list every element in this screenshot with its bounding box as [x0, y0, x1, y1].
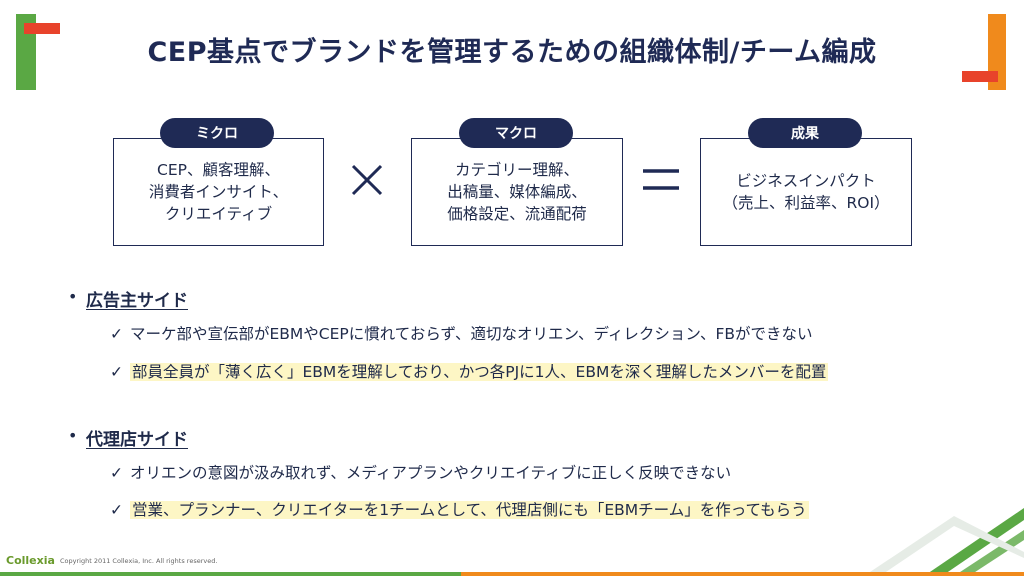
- list-item-text: 部員全員が「薄く広く」EBMを理解しており、かつ各PJに1人、EBMを深く理解し…: [130, 363, 829, 381]
- deco-red-bar-right: [962, 71, 998, 82]
- label-micro: ミクロ: [160, 118, 274, 148]
- list-item: ✓ オリエンの意図が汲み取れず、メディアプランやクリエイティブに正しく反映できない: [110, 461, 731, 485]
- check-icon: ✓: [110, 464, 123, 482]
- box-micro: CEP、顧客理解、 消費者インサイト、 クリエイティブ: [113, 138, 324, 246]
- list-item-highlighted: ✓ 部員全員が「薄く広く」EBMを理解しており、かつ各PJに1人、EBMを深く理解…: [110, 360, 829, 384]
- check-icon: ✓: [110, 363, 123, 381]
- list-item-highlighted: ✓ 営業、プランナー、クリエイターを1チームとして、代理店側にも「EBMチーム」を…: [110, 498, 809, 522]
- copyright-text: Copyright 2011 Collexia, Inc. All rights…: [60, 557, 218, 565]
- section-bullet: •: [68, 287, 78, 306]
- section-title-agency: 代理店サイド: [86, 430, 188, 450]
- page-title: CEP基点でブランドを管理するための組織体制/チーム編成: [147, 37, 877, 68]
- box-macro-line: 出稿量、媒体編成、: [447, 183, 587, 201]
- box-micro-line: 消費者インサイト、: [148, 183, 289, 201]
- label-result: 成果: [748, 118, 862, 148]
- box-macro-line: カテゴリー理解、: [454, 161, 579, 179]
- deco-green-chevrons: [864, 508, 1024, 576]
- deco-red-bar-left: [24, 23, 60, 34]
- box-macro-line: 価格設定、流通配荷: [447, 205, 587, 223]
- multiply-icon: [351, 164, 383, 196]
- box-micro-line: クリエイティブ: [164, 205, 273, 223]
- check-icon: ✓: [110, 325, 123, 343]
- company-logo: Collexia: [6, 554, 55, 567]
- equals-icon: [643, 169, 679, 190]
- box-macro: カテゴリー理解、 出稿量、媒体編成、 価格設定、流通配荷: [411, 138, 623, 246]
- list-item-text: マーケ部や宣伝部がEBMやCEPに慣れておらず、適切なオリエン、ディレクション、…: [130, 325, 813, 343]
- box-result-line: （売上、利益率、ROI）: [722, 194, 890, 212]
- footer-accent-bar: [0, 572, 1024, 576]
- section-bullet: •: [68, 426, 78, 445]
- list-item: ✓ マーケ部や宣伝部がEBMやCEPに慣れておらず、適切なオリエン、ディレクション…: [110, 322, 813, 346]
- box-result-line: ビジネスインパクト: [736, 172, 876, 190]
- section-title-advertiser: 広告主サイド: [86, 291, 188, 311]
- box-micro-line: CEP、顧客理解、: [157, 161, 280, 179]
- check-icon: ✓: [110, 501, 123, 519]
- box-result: ビジネスインパクト （売上、利益率、ROI）: [700, 138, 912, 246]
- list-item-text: 営業、プランナー、クリエイターを1チームとして、代理店側にも「EBMチーム」を作…: [130, 501, 809, 519]
- list-item-text: オリエンの意図が汲み取れず、メディアプランやクリエイティブに正しく反映できない: [130, 464, 732, 482]
- label-macro: マクロ: [459, 118, 573, 148]
